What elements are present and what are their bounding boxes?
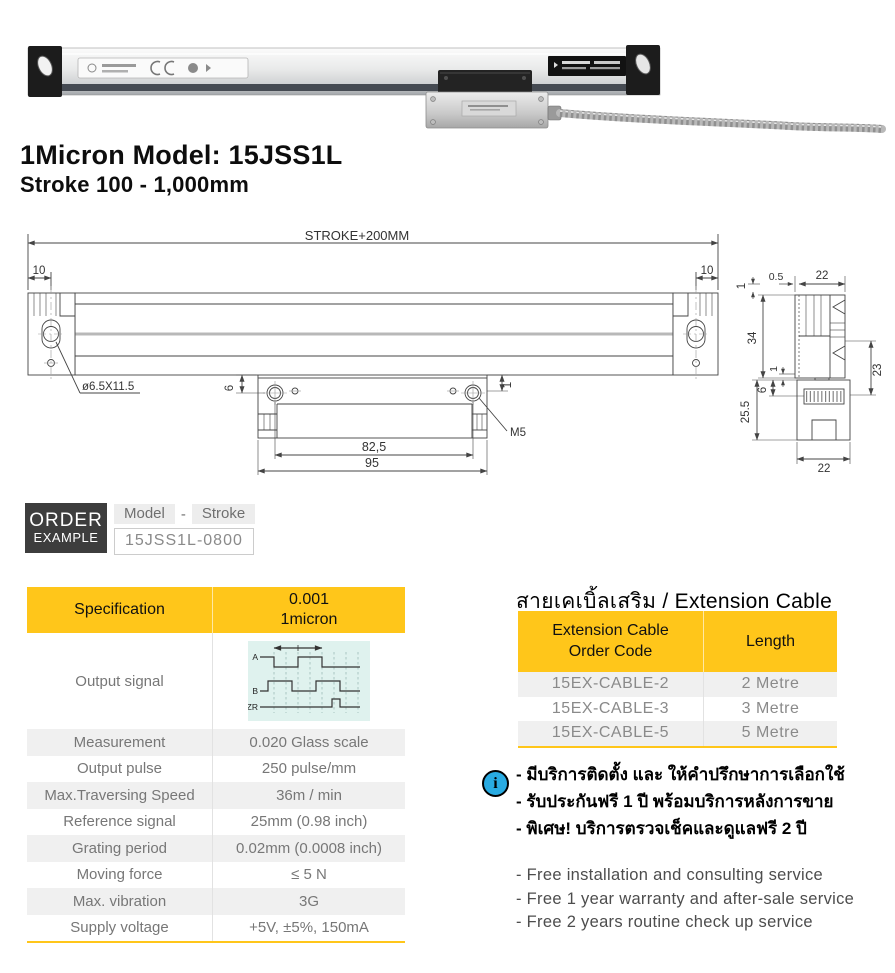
spec-label: Grating period [27,835,213,862]
dimension-labels: STROKE+200MM 10 10 ø6.5X11.5 6 1 82,5 95… [33,228,884,475]
extension-header-line1: Extension Cable [552,621,669,639]
order-stroke-label: Stroke [191,504,256,524]
extension-order-code: 15EX-CABLE-2 [518,672,704,697]
extension-order-code: 15EX-CABLE-5 [518,721,704,746]
extension-table-header: Extension Cable Order Code Length [518,611,837,672]
spec-value: 250 pulse/mm [261,760,357,778]
extension-header-order-code: Extension Cable Order Code [518,611,704,672]
spec-value: 25mm (0.98 inch) [250,813,368,831]
dim-stroke-total: STROKE+200MM [305,228,409,243]
waveform-channel-a-label: A [252,652,258,662]
page-subtitle: Stroke 100 - 1,000mm [20,172,250,197]
spec-row-grating-period: Grating period 0.02mm (0.0008 inch) [27,835,405,862]
extension-cable-title: สายเคเบิ้ลเสริม / Extension Cable [516,590,833,613]
dim-side-width-top: 22 [816,270,829,282]
order-example-line2: EXAMPLE [33,530,99,546]
english-note-line: - Free installation and consulting servi… [516,866,823,884]
side-view [748,276,876,464]
waveform-channel-zr-label: ZR [248,702,258,712]
spec-row-output-pulse: Output pulse 250 pulse/mm [27,755,405,782]
spec-row-measurement: Measurement 0.020 Glass scale [27,729,405,756]
dim-side-clamp: 6 [757,387,769,393]
spec-label: Measurement [27,729,213,756]
quadrature-waveform-diagram: A B ZR [248,641,370,721]
dim-side-height-inner: 23 [872,364,884,377]
dim-head-edge: 1 [502,382,514,388]
english-note-line: - Free 2 years routine check up service [516,913,813,931]
waveform-channel-b-label: B [252,686,258,696]
spec-table-header: Specification 0.001 1micron [27,587,405,633]
spec-value: 0.02mm (0.0008 inch) [236,839,382,857]
dim-side-height-head: 25.5 [740,401,752,423]
dim-span-outer: 95 [365,456,379,470]
scale-label-right [548,56,626,76]
dimension-drawing: STROKE+200MM 10 10 ø6.5X11.5 6 1 82,5 95… [27,228,884,475]
dim-offset-right: 10 [701,265,714,277]
spec-value: ≤ 5 N [291,866,327,884]
service-notes-english: - Free installation and consulting servi… [516,864,854,935]
dim-hole-callout: ø6.5X11.5 [82,381,134,393]
dim-offset-left: 10 [33,265,46,277]
extension-row-2m: 15EX-CABLE-2 2 Metre [518,672,837,697]
order-separator: - [180,505,186,523]
specification-table: Specification 0.001 1micron Output signa… [27,587,405,943]
extension-header-line2: Order Code [568,642,653,660]
extension-length: 3 Metre [741,699,800,717]
extension-order-code: 15EX-CABLE-3 [518,696,704,721]
dim-side-lip: 0.5 [769,271,784,283]
english-note-line: - Free 1 year warranty and after-sale se… [516,889,855,908]
extension-length: 5 Metre [741,724,800,742]
scale-label-left [77,57,249,79]
spec-label: Reference signal [27,808,213,835]
armored-cable [547,105,886,133]
extension-row-3m: 15EX-CABLE-3 3 Metre [518,696,837,721]
service-notes-thai: - มีบริการติดตั้ง และ ให้คำปรึกษาการเลือ… [516,761,845,842]
extension-row-5m: 15EX-CABLE-5 5 Metre [518,721,837,746]
spec-output-signal-row: Output signal [27,633,405,729]
spec-label: Supply voltage [27,914,213,941]
spec-header-title: Specification [27,587,213,633]
extension-header-length: Length [746,632,795,650]
spec-row-reference-signal: Reference signal 25mm (0.98 inch) [27,808,405,835]
dim-side-edge-top: 1 [736,283,748,289]
extension-length: 2 Metre [741,675,800,693]
dim-screw-callout: M5 [510,427,526,439]
spec-label: Max.Traversing Speed [27,782,213,809]
product-photo [27,45,886,133]
spec-resolution-unit: 1micron [280,611,338,628]
dim-head-offset: 6 [224,385,236,391]
spec-value: 3G [298,892,319,910]
spec-output-signal-label: Output signal [27,633,213,729]
spec-label: Moving force [27,861,213,888]
extension-cable-table: Extension Cable Order Code Length 15EX-C… [518,611,837,748]
dim-side-width-bottom: 22 [818,463,831,475]
order-example-badge: ORDER EXAMPLE [25,503,107,553]
spec-row-moving-force: Moving force ≤ 5 N [27,861,405,888]
thai-note-line: - พิเศษ! บริการตรวจเช็คและดูแลฟรี 2 ปี [516,819,807,838]
spec-value: 36m / min [276,786,342,804]
info-icon: i [482,770,509,797]
page-title: 1Micron Model: 15JSS1L [20,140,343,170]
front-view [27,234,719,475]
reading-head [425,70,549,129]
spec-value: +5V, ±5%, 150mA [249,919,369,937]
order-code-example: 15JSS1L-0800 [114,528,254,555]
spec-row-supply-voltage: Supply voltage +5V, ±5%, 150mA [27,914,405,941]
spec-row-max-speed: Max.Traversing Speed 36m / min [27,782,405,809]
spec-label: Output pulse [27,755,213,782]
dim-side-height-body: 34 [747,331,759,344]
order-format: Model - Stroke [114,504,256,524]
spec-row-max-vibration: Max. vibration 3G [27,888,405,915]
order-model-label: Model [114,504,175,524]
spec-value: 0.020 Glass scale [249,733,369,751]
spec-label: Max. vibration [27,888,213,915]
dim-span-inner: 82,5 [362,440,386,454]
spec-header-resolution: 0.001 1micron [213,587,405,633]
spec-resolution-value: 0.001 [288,591,330,608]
dim-side-gap: 1 [768,366,780,372]
thai-note-line: - มีบริการติดตั้ง และ ให้คำปรึกษาการเลือ… [516,765,845,784]
order-example-line1: ORDER [29,509,103,531]
thai-note-line: - รับประกันฟรี 1 ปี พร้อมบริการหลังการขา… [516,792,834,811]
